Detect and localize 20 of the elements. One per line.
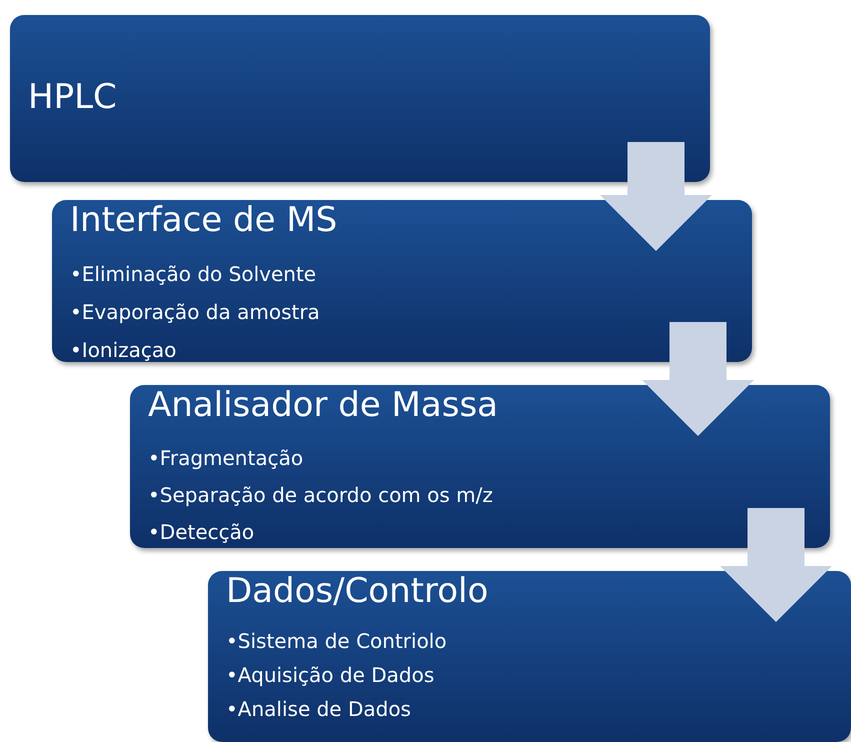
flow-arrow xyxy=(600,142,712,251)
process-box xyxy=(130,385,830,548)
step-title: Dados/Controlo xyxy=(226,571,490,612)
step-item: •Aquisição de Dados xyxy=(226,662,436,689)
step-title: Interface de MS xyxy=(70,200,338,241)
process-box xyxy=(208,571,851,742)
step-title: HPLC xyxy=(28,77,118,118)
step-item: •Ionizaçao xyxy=(70,336,178,364)
step-item: •Analise de Dados xyxy=(226,696,412,723)
step-item: •Eliminação do Solvente xyxy=(70,260,318,288)
step-item: •Fragmentação xyxy=(148,444,304,472)
step-item: •Separação de acordo com os m/z xyxy=(148,482,494,509)
process-box xyxy=(10,15,710,182)
step-title: Analisador de Massa xyxy=(148,385,499,426)
step-item: •Evaporação da amostra xyxy=(70,298,321,326)
process-box xyxy=(52,200,752,362)
flow-arrow xyxy=(720,508,832,622)
step-item: •Detecção xyxy=(148,518,256,546)
step-item: •Sistema de Contriolo xyxy=(226,628,448,655)
flow-arrow xyxy=(642,322,754,436)
